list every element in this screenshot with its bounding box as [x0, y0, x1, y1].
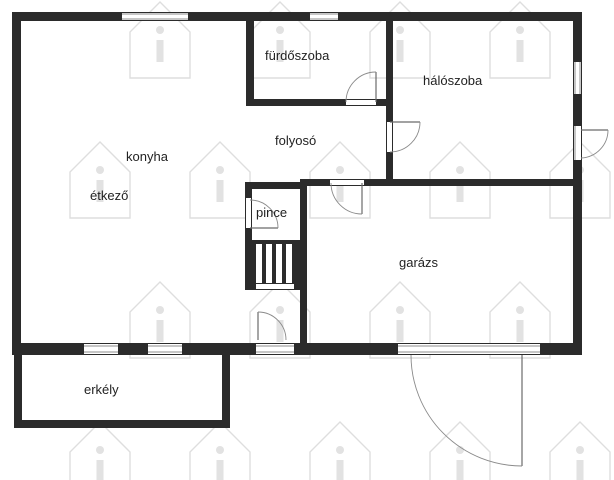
room-label-bedroom: hálószoba — [423, 73, 483, 88]
stair-gap — [256, 244, 262, 283]
room-label-bathroom: fürdőszoba — [265, 48, 330, 63]
door-bathroom-arc — [345, 71, 377, 103]
window-bedroom-right-low — [574, 126, 581, 160]
door-exterior-right-arc — [580, 129, 609, 159]
window-bedroom-right — [574, 62, 581, 94]
house-info-icon — [129, 281, 191, 359]
wall-balcony-bottom — [14, 420, 230, 428]
wall-balcony-left — [14, 352, 22, 428]
house-info-icon — [369, 281, 431, 359]
door-garage-gap — [330, 180, 364, 185]
wall-bedroom-bottom — [386, 179, 582, 186]
wall-bathroom-bottom — [246, 99, 392, 106]
wall-bedroom-left — [386, 12, 393, 185]
house-info-icon — [69, 141, 131, 219]
house-info-icon — [69, 421, 131, 480]
house-info-icon — [249, 281, 311, 359]
door-cellar-gap — [246, 198, 251, 228]
wall-left — [12, 12, 21, 355]
window-balcony-left — [84, 344, 118, 354]
wall-bathroom-left — [246, 12, 254, 106]
window-bathroom-top — [310, 13, 338, 20]
room-label-corridor: folyosó — [275, 133, 316, 148]
watermark-layer — [69, 1, 611, 480]
door-cellar-arc — [249, 199, 279, 229]
house-info-icon — [189, 421, 251, 480]
room-label-kitchen: konyha — [126, 149, 169, 164]
house-info-icon — [489, 281, 551, 359]
room-label-garage: garázs — [399, 255, 439, 270]
door-bathroom-gap — [346, 100, 376, 105]
door-bedroom-arc — [389, 121, 421, 153]
room-label-dining: étkező — [90, 188, 128, 203]
door-bedroom-gap — [387, 122, 392, 152]
house-info-icon — [309, 421, 371, 480]
door-lower-gap — [256, 284, 294, 289]
wall-balcony-right — [222, 352, 230, 428]
window-cellar-bottom — [256, 344, 294, 354]
stair-gap — [286, 244, 292, 283]
room-label-cellar: pince — [256, 205, 287, 220]
wall-garage-left — [300, 182, 307, 352]
door-garage-main-arc — [410, 354, 523, 467]
walls — [12, 12, 582, 428]
window-balcony-right — [148, 344, 182, 354]
room-label-balcony: erkély — [84, 382, 119, 397]
window-kitchen-top — [122, 13, 188, 20]
wall-cellar-top — [245, 182, 307, 189]
house-info-icon — [549, 421, 611, 480]
house-info-icon — [429, 421, 491, 480]
doors — [246, 71, 609, 467]
cellar-stairs — [252, 240, 300, 283]
wall-top — [12, 12, 582, 21]
garage-door-opening — [398, 344, 540, 354]
room-labels: fürdőszoba hálószoba konyha folyosó étke… — [84, 48, 483, 397]
windows — [84, 13, 581, 354]
stair-gap — [266, 244, 272, 283]
door-lower-arc — [257, 311, 287, 341]
stair-gap — [276, 244, 282, 283]
wall-cellar-left — [245, 182, 252, 290]
house-info-icon — [189, 141, 251, 219]
door-garage-arc — [330, 182, 363, 215]
